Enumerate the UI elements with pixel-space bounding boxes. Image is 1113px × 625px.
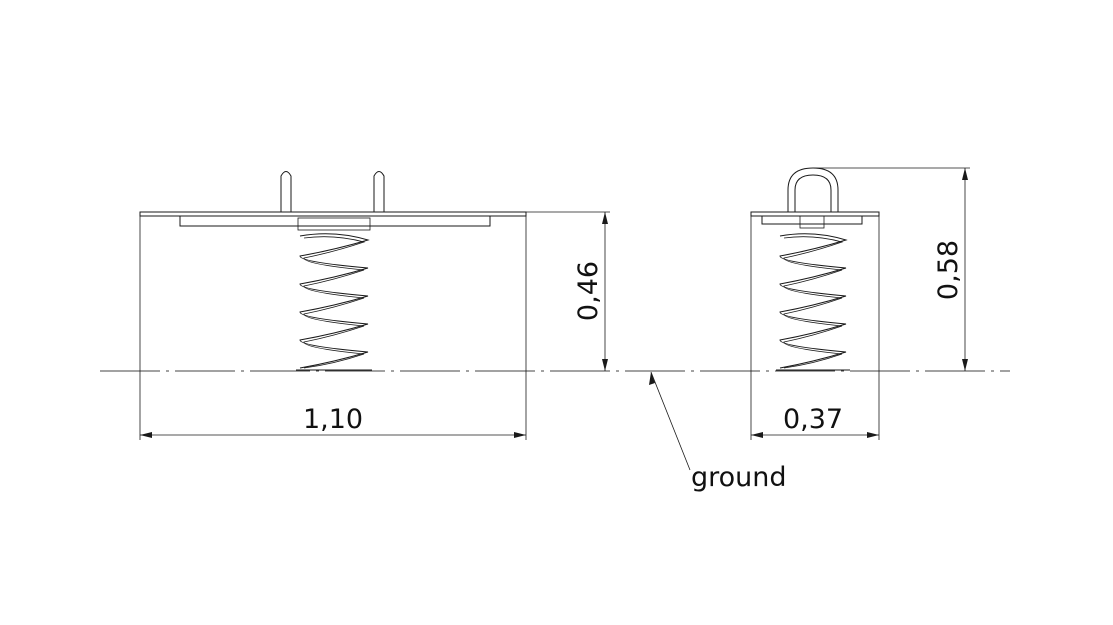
side-handle-inner — [794, 174, 832, 212]
ground-label: ground — [691, 462, 787, 493]
front-height-label: 0,46 — [573, 261, 604, 321]
ground-leader — [649, 371, 691, 471]
side-spring-mount — [799, 215, 825, 229]
front-view — [139, 171, 527, 371]
side-seat-plate — [750, 211, 880, 217]
side-height-dimension — [813, 167, 970, 371]
front-spring-mount — [297, 217, 371, 231]
front-seat-plate — [139, 211, 527, 217]
front-spring — [299, 233, 370, 369]
side-width-label: 0,37 — [783, 404, 843, 435]
front-width-label: 1,10 — [303, 404, 363, 435]
side-height-label: 0,58 — [933, 240, 964, 300]
front-handle-right — [373, 171, 385, 212]
side-width-dimension — [750, 216, 880, 440]
side-view — [750, 167, 880, 371]
front-seat-underframe — [179, 215, 491, 227]
side-spring-inner — [783, 236, 844, 369]
front-width-dimension — [139, 216, 527, 440]
front-handle-left — [280, 171, 292, 212]
front-spring-inner — [303, 236, 366, 369]
side-seat-underframe — [761, 215, 863, 225]
side-spring — [779, 233, 848, 369]
front-height-dimension — [526, 211, 610, 371]
